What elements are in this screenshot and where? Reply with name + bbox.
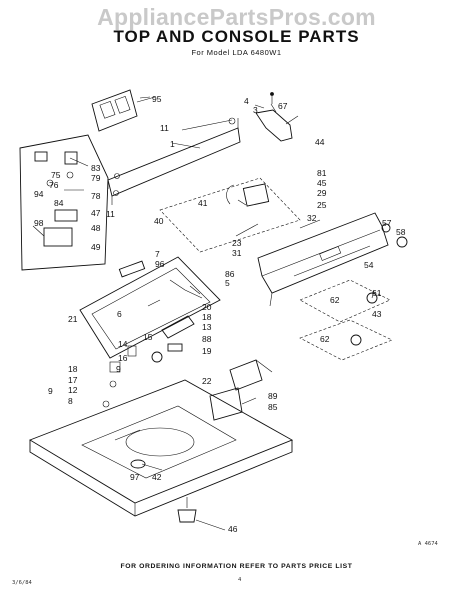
console-rail-drawing [257,212,408,361]
part-label: 43 [372,309,382,319]
part-label: 46 [228,524,238,534]
part-label: 96 [155,259,165,269]
part-label: 29 [317,188,327,198]
part-label: 78 [91,191,101,201]
part-label: 23 [232,238,242,248]
part-label: 40 [154,216,164,226]
part-label: 45 [317,178,327,188]
part-label: 54 [364,260,374,270]
lid-assembly-drawing [79,256,221,359]
part-label: 49 [91,242,101,252]
part-number-labels: 95 4 3 67 11 1 44 83 79 75 76 78 94 84 8… [34,94,406,534]
page-title: TOP AND CONSOLE PARTS [113,27,360,46]
timer-assembly-drawing [159,177,301,253]
part-label: 1 [170,139,175,149]
part-label: 84 [54,198,64,208]
part-label: 97 [130,472,140,482]
part-label: 17 [68,375,78,385]
part-label: 13 [202,322,212,332]
part-label: 48 [91,223,101,233]
part-label: 16 [118,353,128,363]
part-label: 9 [48,386,53,396]
part-label: 86 [225,269,235,279]
part-label: 12 [68,385,78,395]
part-label: 62 [320,334,330,344]
part-label: 41 [198,198,208,208]
bracket-95-drawing [91,89,156,132]
part-label: 88 [202,334,212,344]
side-date-code: 3/6/84 [12,580,32,586]
switch-parts-inset-drawing [19,134,109,271]
part-label: 58 [396,227,406,237]
part-label: 89 [268,391,278,401]
watermark-text: AppliancePartsPros.com [97,4,376,30]
drawing-code: A 4674 [418,541,438,547]
page-marker: 4 [238,577,242,583]
part-label: 5 [225,278,230,288]
part-label: 4 [244,96,249,106]
part-label: 32 [307,213,317,223]
console-end-cap-drawing [254,92,299,142]
part-label: 31 [232,248,242,258]
console-panel-drawing [107,117,241,205]
lid-switch-parts-drawing [102,315,195,408]
part-label: 98 [34,218,44,228]
part-label: 95 [152,94,162,104]
cabinet-top-drawing [28,379,294,523]
part-label: 19 [202,346,212,356]
part-label: 81 [317,168,327,178]
part-label: 83 [91,163,101,173]
part-label: 85 [268,402,278,412]
part-label: 11 [106,209,115,219]
part-label: 7 [155,249,160,259]
part-label: 44 [315,137,325,147]
part-label: 15 [143,332,153,342]
part-label: 18 [68,364,78,374]
part-label: 57 [382,218,392,228]
part-label: 11 [160,123,169,133]
ordering-info-footer: FOR ORDERING INFORMATION REFER TO PARTS … [120,563,353,570]
part-label: 22 [202,376,212,386]
part-label: 47 [91,208,101,218]
part-label: 94 [34,189,44,199]
part-label: 76 [49,180,59,190]
leader-lines [69,96,375,531]
part-label: 8 [68,396,73,406]
part-label: 21 [68,314,78,324]
part-label: 62 [330,295,340,305]
part-label: 79 [91,173,101,183]
model-subtitle: For Model LDA 6480W1 [191,48,282,57]
part-label: 20 [202,302,212,312]
part-label: 67 [278,101,288,111]
part-label: 42 [152,472,162,482]
part-label: 61 [372,288,382,298]
part-label: 75 [51,170,61,180]
part-label: 6 [117,309,122,319]
part-label: 18 [202,312,212,322]
part-label: 3 [253,105,258,115]
part-label: 25 [317,200,327,210]
part-label: 14 [118,339,128,349]
part-label: 9 [116,364,121,374]
